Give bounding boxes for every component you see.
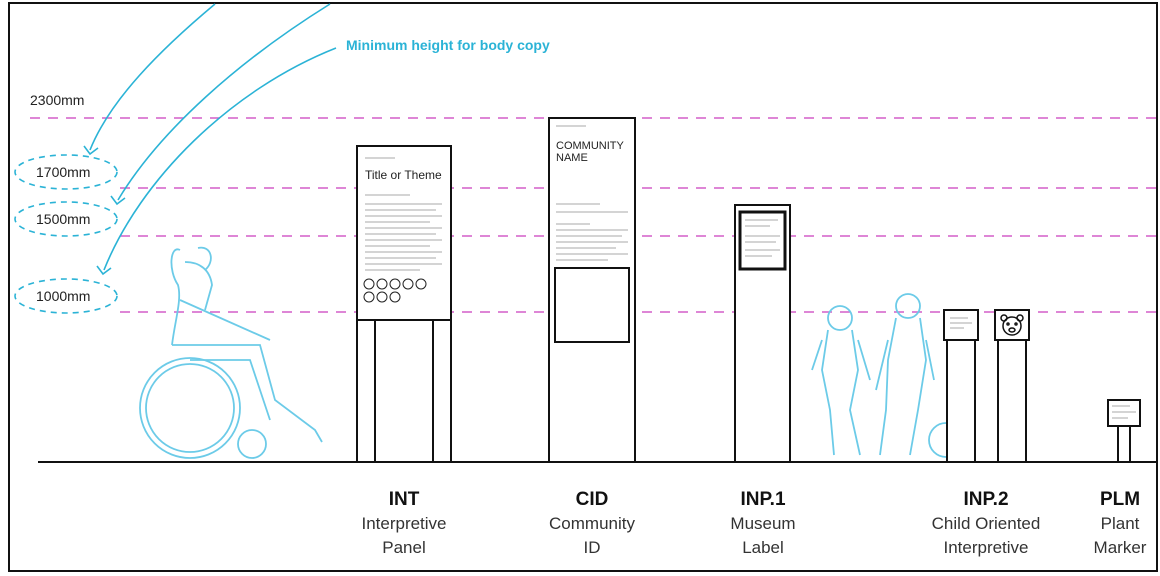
int-text-lines	[365, 157, 442, 271]
arrow-1700	[89, 3, 216, 151]
caption-name-line2: Marker	[1093, 538, 1147, 557]
inp2-signs	[943, 309, 1030, 463]
arrowhead-1700	[83, 145, 99, 156]
caption-cid: CID Community ID	[522, 488, 662, 560]
caption-name-line1: Community	[549, 514, 635, 533]
height-label-1000: 1000mm	[36, 288, 91, 304]
arrow-1500	[117, 3, 331, 201]
ellipse-1000	[14, 278, 118, 314]
cid-text-lines	[556, 125, 628, 261]
inp2-plate-left	[943, 309, 979, 341]
height-label-2300: 2300mm	[30, 92, 85, 108]
cid-sign	[548, 117, 636, 463]
ellipse-1700	[14, 154, 118, 190]
caption-name-line1: Plant	[1100, 514, 1140, 533]
int-panel-title: Title or Theme	[365, 168, 442, 182]
int-icon-circles	[363, 278, 427, 303]
height-label-1500: 1500mm	[36, 211, 91, 227]
ellipse-1500	[14, 201, 118, 237]
diagram-frame	[8, 2, 1158, 572]
inp1-label-plate	[738, 210, 787, 271]
min-height-annotation: Minimum height for body copy	[346, 37, 550, 53]
plm-stake	[1117, 425, 1131, 463]
inp2-text-lines	[950, 317, 972, 329]
caption-code: CID	[575, 489, 609, 510]
caption-code: INP.2	[963, 489, 1009, 510]
caption-inp2: INP.2 Child Oriented Interpretive	[906, 488, 1066, 560]
arrow-1000	[103, 47, 337, 271]
caption-name-line1: Museum	[730, 514, 796, 533]
arrowhead-1500	[110, 195, 126, 206]
caption-name-line2: Label	[742, 538, 784, 557]
caption-name-line1: Child Oriented	[931, 514, 1041, 533]
cid-image-box	[554, 267, 630, 343]
plm-text-lines	[1112, 405, 1136, 419]
int-sign	[356, 145, 452, 462]
cid-title-line1: COMMUNITY	[556, 140, 624, 152]
caption-code: INT	[388, 489, 420, 510]
height-ellipses	[14, 154, 118, 314]
caption-name-line2: Panel	[382, 538, 426, 557]
cid-panel-title: COMMUNITY NAME	[556, 140, 624, 164]
annotation-arrows	[83, 3, 337, 276]
caption-plm: PLM Plant Marker	[1084, 488, 1156, 560]
caption-name-line2: ID	[583, 538, 601, 557]
int-panel	[356, 145, 452, 321]
height-label-1700: 1700mm	[36, 164, 91, 180]
caption-code: INP.1	[740, 489, 786, 510]
inp1-text-lines	[745, 219, 780, 257]
wheelchair-user-figure	[139, 246, 323, 459]
inp1-sign	[734, 204, 791, 463]
caption-name-line2: Interpretive	[943, 538, 1029, 557]
cid-title-line2: NAME	[556, 152, 588, 164]
caption-int: INT Interpretive Panel	[334, 488, 474, 560]
caption-code: PLM	[1099, 489, 1141, 510]
inp2-plate-right	[994, 309, 1030, 341]
children-figures	[811, 293, 964, 458]
arrowhead-1000	[96, 265, 112, 276]
caption-name-line1: Interpretive	[361, 514, 447, 533]
plm-plate	[1107, 399, 1141, 427]
caption-inp1: INP.1 Museum Label	[693, 488, 833, 560]
plm-sign	[1107, 399, 1141, 463]
bear-icon	[1000, 314, 1024, 336]
